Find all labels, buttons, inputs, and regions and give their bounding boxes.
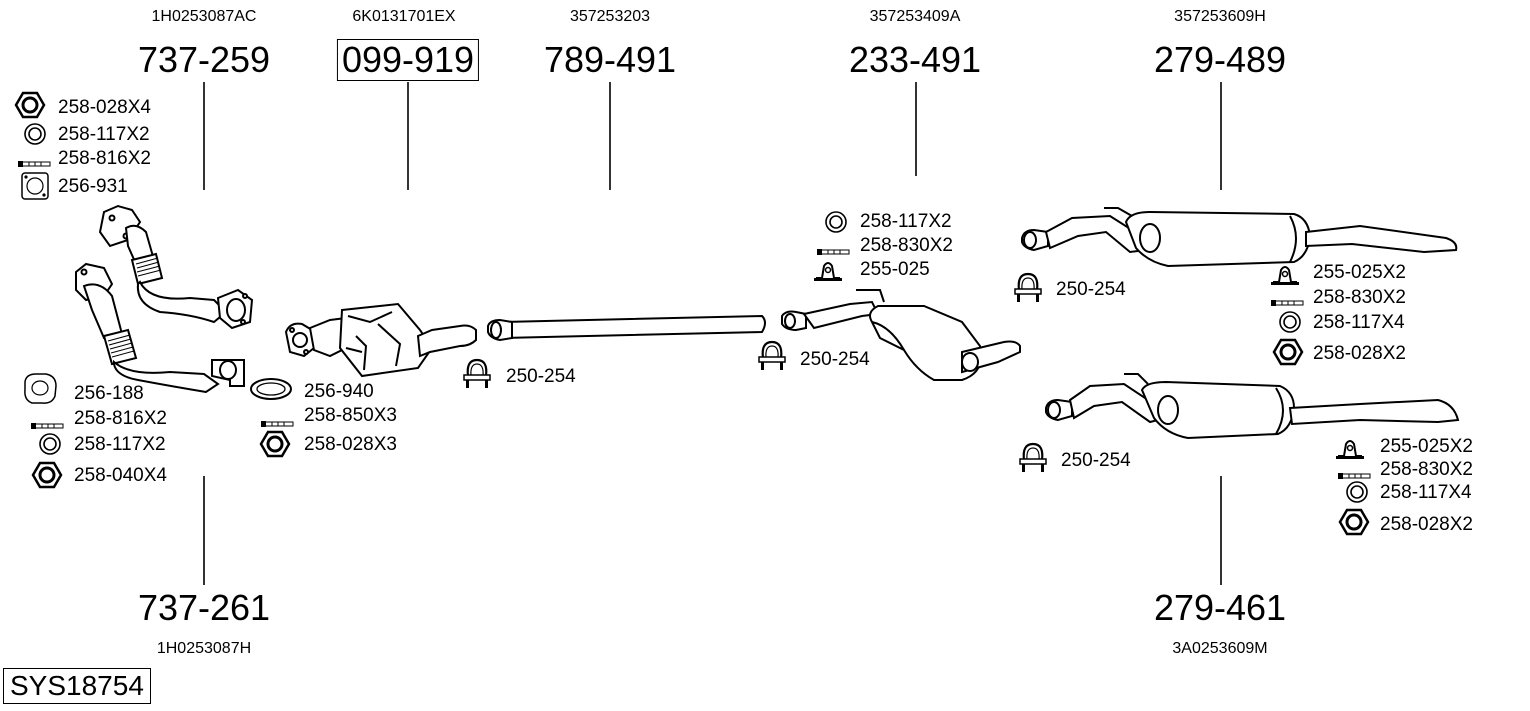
part-number-789-491[interactable]: 789-491 bbox=[543, 39, 677, 80]
washer-icon bbox=[39, 433, 61, 455]
gasket-icon bbox=[21, 172, 49, 200]
oem-number: 1H0253087H bbox=[156, 640, 252, 657]
accessory-label[interactable]: 255-025 bbox=[860, 259, 930, 280]
accessory-label[interactable]: 258-028X2 bbox=[1313, 343, 1406, 364]
hex-nut-icon bbox=[259, 430, 291, 458]
bolt-icon bbox=[816, 248, 850, 256]
accessory-label[interactable]: 258-830X2 bbox=[860, 235, 953, 256]
bolt-icon bbox=[1337, 472, 1371, 480]
centre-silencer-233-491 bbox=[781, 289, 1021, 381]
accessory-label[interactable]: 258-028X2 bbox=[1380, 514, 1473, 535]
oem-number: 1H0253087AC bbox=[151, 8, 257, 25]
oem-number: 357253203 bbox=[569, 8, 651, 25]
rear-silencer-279-461 bbox=[1045, 373, 1460, 440]
accessory-label[interactable]: 256-931 bbox=[58, 176, 128, 197]
oem-number: 357253609H bbox=[1174, 8, 1266, 25]
accessory-label[interactable]: 258-830X2 bbox=[1380, 459, 1473, 480]
hex-nut-icon bbox=[1272, 338, 1304, 366]
accessory-label[interactable]: 250-254 bbox=[1061, 450, 1131, 471]
accessory-label[interactable]: 258-117X4 bbox=[1380, 482, 1472, 503]
hanger-icon bbox=[813, 262, 843, 282]
washer-icon bbox=[1346, 481, 1368, 503]
clamp-icon bbox=[1013, 272, 1043, 304]
part-number-279-489[interactable]: 279-489 bbox=[1153, 39, 1287, 80]
hanger-icon bbox=[1335, 440, 1365, 460]
accessory-label[interactable]: 258-117X2 bbox=[74, 434, 166, 455]
gasket-icon bbox=[24, 373, 57, 404]
accessory-label[interactable]: 250-254 bbox=[1056, 279, 1126, 300]
accessory-label[interactable]: 258-028X3 bbox=[304, 434, 397, 455]
oem-number: 6K0131701EX bbox=[352, 8, 456, 25]
accessory-label[interactable]: 258-040X4 bbox=[74, 465, 167, 486]
system-id-label: SYS18754 bbox=[3, 668, 151, 704]
bolt-icon bbox=[30, 422, 64, 430]
rear-silencer-279-489 bbox=[1021, 207, 1458, 268]
washer-icon bbox=[825, 211, 847, 233]
part-number-737-259[interactable]: 737-259 bbox=[137, 39, 271, 80]
accessory-label[interactable]: 258-117X4 bbox=[1313, 312, 1405, 333]
accessory-label[interactable]: 255-025X2 bbox=[1380, 436, 1473, 457]
part-number-737-261[interactable]: 737-261 bbox=[137, 587, 271, 628]
catalytic-converter-099-919 bbox=[284, 302, 477, 378]
hanger-icon bbox=[1270, 266, 1300, 286]
bolt-icon bbox=[1270, 299, 1304, 307]
accessory-label[interactable]: 250-254 bbox=[800, 349, 870, 370]
part-number-279-461[interactable]: 279-461 bbox=[1153, 587, 1287, 628]
accessory-label[interactable]: 255-025X2 bbox=[1313, 262, 1406, 283]
accessory-label[interactable]: 256-940 bbox=[304, 381, 374, 402]
accessory-label[interactable]: 256-188 bbox=[74, 383, 144, 404]
downpipe-737-259 bbox=[98, 204, 254, 330]
accessory-label[interactable]: 258-816X2 bbox=[74, 408, 167, 429]
hex-nut-icon bbox=[1338, 508, 1370, 536]
clamp-icon bbox=[757, 340, 787, 372]
bolt-icon bbox=[17, 160, 51, 168]
accessory-icons bbox=[14, 91, 1371, 536]
accessory-label[interactable]: 258-028X4 bbox=[58, 97, 151, 118]
oem-number: 3A0253609M bbox=[1172, 640, 1268, 657]
accessory-label[interactable]: 258-850X3 bbox=[304, 405, 397, 426]
leader-lines bbox=[203, 82, 1222, 585]
hex-nut-icon bbox=[14, 91, 46, 119]
accessory-label[interactable]: 258-117X2 bbox=[58, 124, 150, 145]
accessory-label[interactable]: 258-816X2 bbox=[58, 148, 151, 169]
accessory-label[interactable]: 258-830X2 bbox=[1313, 287, 1406, 308]
part-number-099-919[interactable]: 099-919 bbox=[336, 39, 480, 81]
accessory-label[interactable]: 258-117X2 bbox=[860, 211, 952, 232]
washer-icon bbox=[1279, 311, 1301, 333]
oem-number: 357253409A bbox=[869, 8, 961, 25]
hex-nut-icon bbox=[31, 461, 63, 489]
downpipe-737-261 bbox=[75, 262, 245, 394]
bolt-icon bbox=[260, 420, 294, 428]
clamp-icon bbox=[1018, 442, 1048, 474]
middle-pipe-789-491 bbox=[487, 314, 766, 342]
accessory-label[interactable]: 250-254 bbox=[506, 366, 576, 387]
clamp-icon bbox=[462, 358, 492, 390]
part-number-233-491[interactable]: 233-491 bbox=[848, 39, 982, 80]
washer-icon bbox=[24, 123, 46, 145]
